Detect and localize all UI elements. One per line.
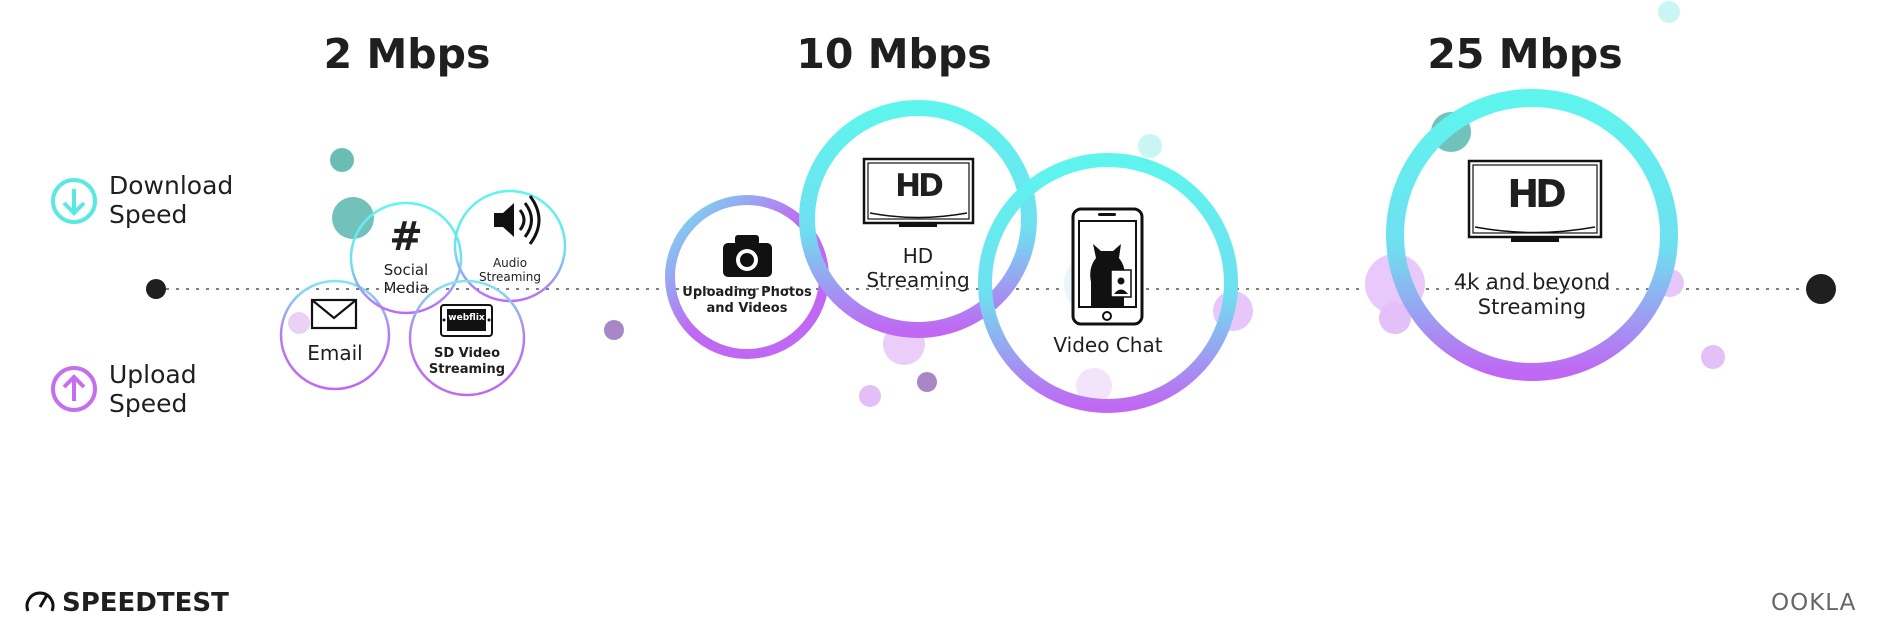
sd-line1: SD Video	[433, 346, 501, 361]
sd-line2: Streaming	[428, 361, 506, 377]
timeline-end-dot	[1806, 274, 1836, 304]
tier-2mbps: 2 Mbps	[323, 30, 491, 78]
timeline-start-dot	[146, 279, 166, 299]
hd-tv-icon	[862, 157, 975, 227]
sd-tv-screen-text: webflix	[448, 313, 485, 323]
sd-video-ring	[408, 279, 526, 397]
speedtest-logo: SPEEDTEST	[62, 588, 229, 618]
ookla-logo: OOKLA	[1771, 590, 1857, 616]
uhd-line1: 4k and beyond	[1453, 270, 1611, 294]
hd-screen-text: HD	[895, 168, 944, 204]
social-media-ring	[349, 201, 463, 315]
video-chat-ring	[978, 153, 1238, 413]
hashtag-icon: #	[389, 214, 423, 260]
download-line2: Speed	[109, 200, 188, 229]
uhd-streaming-ring	[1386, 89, 1678, 381]
camera-icon	[723, 235, 772, 277]
hd-streaming-label: HD Streaming	[848, 244, 988, 292]
speedtest-gauge-icon	[25, 591, 55, 612]
upload-line1: Upload	[109, 360, 197, 389]
social-media-label: Social Media	[356, 261, 456, 297]
download-speed-legend: Download Speed	[109, 171, 233, 229]
speaker-icon	[494, 195, 541, 245]
photos-line1: Uploading Photos	[682, 285, 812, 300]
upload-line2: Speed	[109, 389, 188, 418]
upload-legend-icon	[51, 366, 97, 412]
hd-line2: Streaming	[866, 268, 970, 292]
social-line1: Social	[383, 261, 429, 279]
upload-speed-legend: Upload Speed	[109, 360, 197, 418]
audio-line1: Audio	[492, 256, 528, 270]
audio-streaming-label: Audio Streaming	[460, 256, 560, 285]
hd-line1: HD	[902, 244, 934, 268]
uhd-screen-text: HD	[1507, 172, 1566, 216]
uhd-line2: Streaming	[1477, 295, 1587, 320]
phone-icon	[1071, 207, 1144, 326]
hd-streaming-ring	[799, 100, 1037, 338]
uhd-streaming-label: 4k and beyond Streaming	[1447, 270, 1617, 320]
social-line2: Media	[383, 279, 429, 297]
uhd-tv-icon	[1467, 159, 1603, 242]
sd-video-label: SD Video Streaming	[417, 346, 517, 377]
email-label: Email	[307, 341, 363, 365]
download-legend-icon	[51, 178, 97, 224]
tier-25mbps: 25 Mbps	[1427, 30, 1623, 78]
tier-10mbps: 10 Mbps	[796, 30, 992, 78]
audio-line2: Streaming	[479, 270, 541, 285]
tv-icon	[440, 304, 493, 337]
envelope-icon	[310, 298, 358, 330]
video-chat-label: Video Chat	[1053, 333, 1163, 357]
download-line1: Download	[109, 171, 234, 200]
email-ring	[279, 279, 391, 391]
photos-label: Uploading Photos and Videos	[677, 285, 817, 316]
photos-line2: and Videos	[706, 300, 788, 316]
